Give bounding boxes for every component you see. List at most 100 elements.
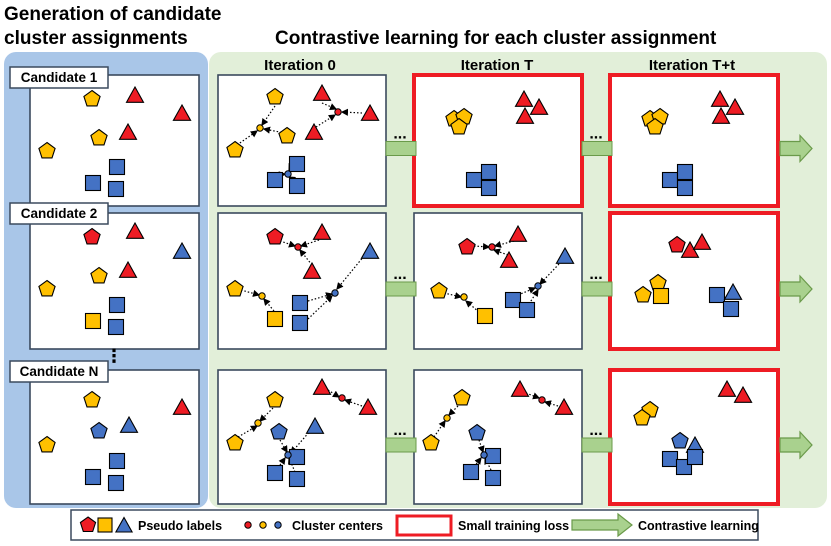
panel-iteration-t-1 [412, 73, 584, 208]
connector-bar [385, 437, 417, 453]
square-icon [107, 180, 125, 198]
triangle-icon [312, 377, 332, 395]
cluster-center-icon [331, 289, 339, 297]
pull-arrow [259, 407, 274, 422]
pull-arrow [327, 389, 341, 398]
legend-small-loss: Small training loss [458, 519, 569, 533]
panel-content [226, 377, 378, 488]
triangle-icon [304, 122, 324, 140]
left-header-line2: cluster assignments [4, 28, 188, 49]
triangle-icon [172, 241, 192, 259]
connector-bar [581, 141, 613, 156]
panel-candidate-n [29, 369, 200, 505]
pull-arrow [543, 400, 559, 408]
panel-iteration-0-2 [217, 212, 387, 350]
cluster-center-icon [334, 108, 342, 116]
panel-frame [608, 211, 780, 351]
triangle-icon [508, 224, 528, 242]
vertical-ellipsis: ⋮ [105, 346, 123, 366]
pull-arrow [443, 292, 463, 300]
pentagon-icon [634, 285, 652, 303]
legend-arrow-icon [571, 512, 633, 538]
legend-pseudo-label-icons [79, 516, 134, 533]
arrow-icon [779, 430, 813, 460]
triangle-icon [360, 103, 380, 121]
triangle-icon [118, 260, 138, 278]
pentagon-icon [668, 235, 686, 253]
pull-arrow [465, 300, 480, 313]
triangle-icon [510, 379, 530, 397]
pentagon-icon [633, 408, 651, 426]
pentagon-icon [226, 433, 244, 451]
pull-arrow [236, 130, 258, 146]
pentagon-icon [226, 279, 244, 297]
cluster-center-icon [538, 396, 546, 404]
triangle-icon [711, 106, 731, 124]
square-icon [676, 163, 694, 181]
triangle-icon [118, 122, 138, 140]
square-icon [108, 158, 126, 176]
pentagon-icon [266, 227, 284, 245]
panel-frame [413, 212, 583, 350]
triangle-icon [125, 221, 145, 239]
iteration-t-plus-t-title: Iteration T+t [649, 57, 735, 74]
legend-cluster-centers: Cluster centers [292, 519, 383, 533]
triangle-icon [358, 397, 378, 415]
cluster-center-icon [274, 521, 282, 529]
square-icon [266, 464, 284, 482]
iteration-0-title: Iteration 0 [264, 57, 336, 74]
pentagon-icon [671, 431, 689, 449]
square-icon [291, 294, 309, 312]
square-icon [108, 452, 126, 470]
triangle-icon [554, 397, 574, 415]
triangle-icon [723, 282, 743, 300]
panel-iteration-t-n [413, 369, 583, 505]
triangle-icon [733, 385, 753, 403]
pentagon-icon [83, 227, 101, 245]
triangle-icon [360, 241, 380, 259]
pull-arrow [477, 439, 485, 454]
cluster-center-icon [488, 243, 496, 251]
pull-arrow [473, 243, 491, 251]
triangle-icon [499, 250, 519, 268]
panel-frame [412, 73, 584, 208]
square-icon [107, 318, 125, 336]
square-icon [84, 468, 102, 486]
arrow-icon [779, 133, 813, 164]
square-icon [84, 174, 102, 192]
pull-arrow [237, 425, 259, 438]
legend-pseudo-labels: Pseudo labels [138, 519, 222, 533]
triangle-icon [305, 416, 325, 434]
square-icon [266, 310, 284, 328]
ellipsis-text: ... [393, 422, 406, 439]
cluster-center-icon [443, 414, 451, 422]
panel-candidate-1 [29, 74, 200, 207]
pentagon-icon [226, 140, 244, 158]
pentagon-icon [278, 126, 296, 144]
pentagon-icon [458, 237, 476, 255]
square-icon [266, 171, 284, 189]
pull-arrow [263, 298, 275, 312]
square-icon [288, 448, 306, 466]
pentagon-icon [266, 390, 284, 408]
triangle-icon [312, 222, 332, 240]
square-icon [291, 314, 309, 332]
ellipsis-text: ... [589, 422, 602, 439]
triangle-icon [114, 516, 134, 533]
panel-content [430, 224, 575, 325]
panel-content [38, 390, 192, 492]
square-icon [652, 287, 670, 305]
panel-frame [608, 368, 780, 506]
cluster-center-icon [284, 451, 292, 459]
panel-grid: .................. [29, 73, 813, 506]
pentagon-icon [83, 89, 101, 107]
triangle-icon [119, 415, 139, 433]
square-icon [476, 307, 494, 325]
cluster-center-icon [480, 451, 488, 459]
candidate-label-1: Candidate 1 [9, 66, 109, 89]
triangle-icon [515, 106, 535, 124]
pull-arrow [279, 439, 288, 454]
pull-arrow [321, 102, 338, 110]
panel-content [226, 83, 380, 195]
